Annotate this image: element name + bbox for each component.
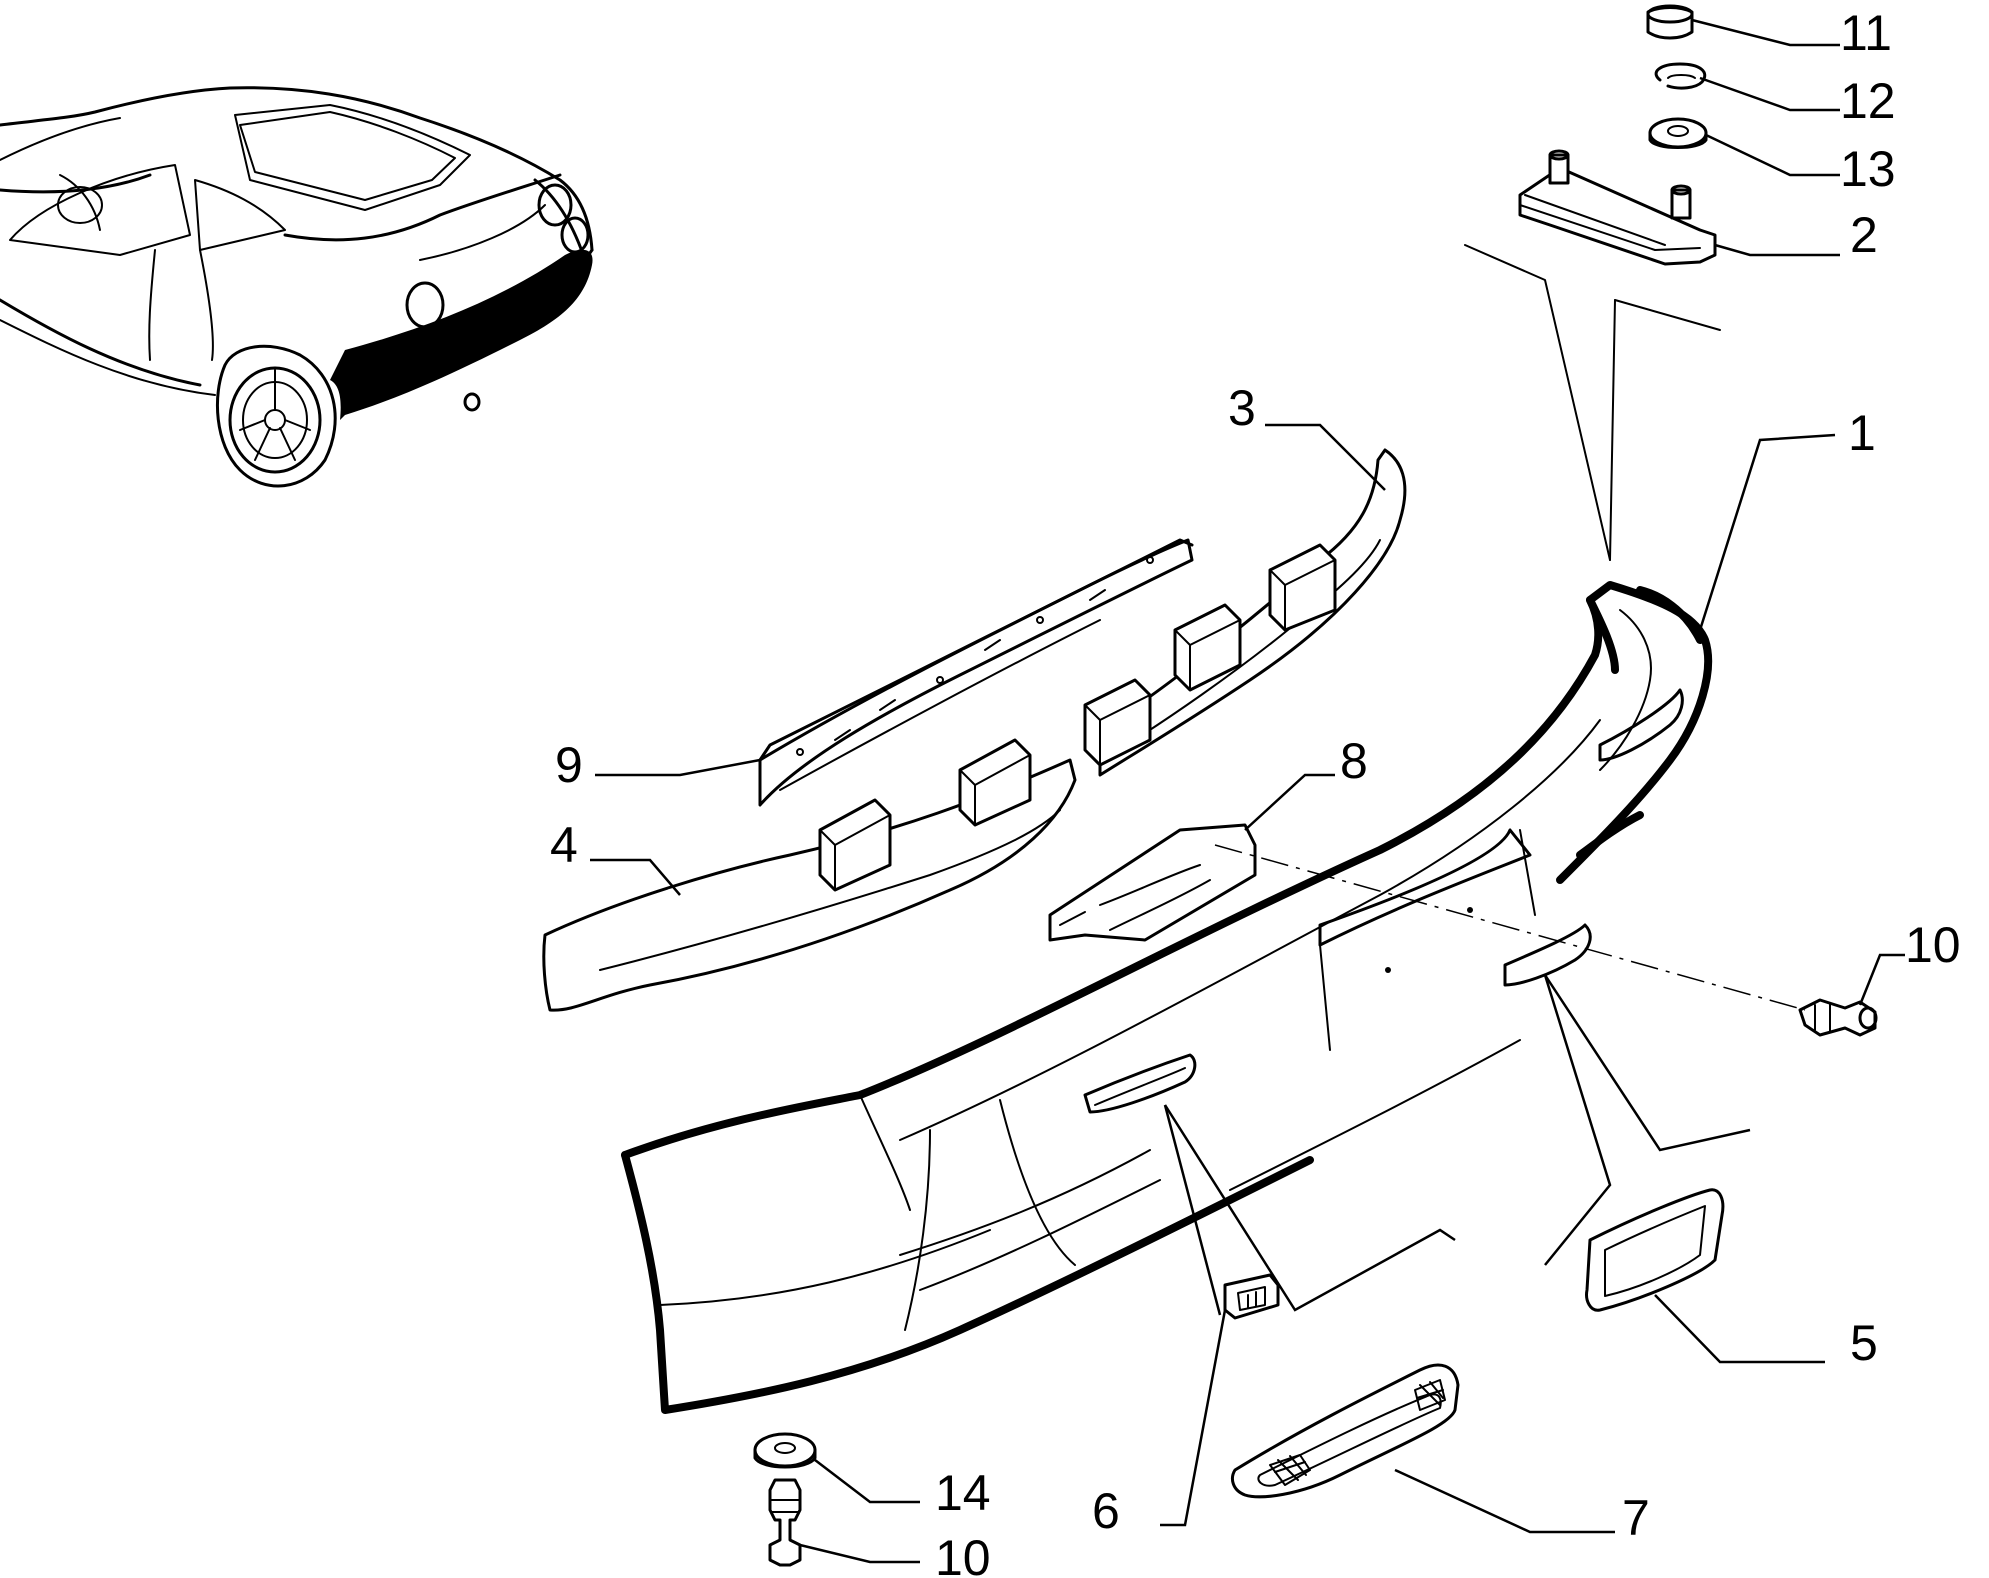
callout-10-bottom: 10 (935, 1530, 991, 1578)
callout-1: 1 (1848, 405, 1876, 461)
part-3-energy-absorber-right (1083, 448, 1407, 777)
leader-9 (595, 758, 761, 777)
leader-4 (590, 858, 681, 896)
callout-13: 13 (1840, 141, 1896, 197)
leader-12 (1699, 76, 1840, 112)
assembly-guide-lines (1214, 244, 1806, 1011)
part-6-plug (1223, 1273, 1280, 1320)
part-1-bumper-shell (621, 581, 1712, 1414)
callout-10-right: 10 (1905, 917, 1961, 973)
callout-11: 11 (1840, 5, 1892, 61)
part-8-mounting-plate (1048, 823, 1257, 942)
callout-12: 12 (1840, 73, 1896, 129)
part-5-reflector (1585, 1188, 1725, 1312)
callout-9: 9 (555, 737, 583, 793)
leader-6 (1160, 1309, 1227, 1527)
callout-14: 14 (935, 1465, 991, 1521)
callout-5: 5 (1850, 1315, 1878, 1371)
callout-8: 8 (1340, 733, 1368, 789)
part-13-washer (1648, 117, 1708, 149)
leader-2 (1714, 243, 1840, 257)
part-12-clip (1654, 62, 1707, 90)
part-2-bracket (1518, 149, 1717, 266)
part-7-light-lens (1231, 1363, 1460, 1499)
leader-14 (814, 1459, 920, 1504)
leader-3 (1265, 423, 1386, 491)
part-9-reinforcement (758, 538, 1194, 807)
leader-1 (1698, 433, 1836, 631)
callout-leaders (590, 18, 1905, 1564)
vehicle-reference-illustration (0, 86, 594, 488)
callout-3: 3 (1228, 380, 1256, 436)
leader-11 (1691, 18, 1840, 47)
part-10-fastener-right (1798, 998, 1878, 1037)
leader-10a (1858, 953, 1905, 1006)
callout-4: 4 (550, 817, 578, 873)
callout-labels: 11 12 13 2 3 1 9 8 4 10 5 6 7 14 10 (550, 5, 1961, 1578)
leader-5 (1654, 1294, 1825, 1364)
leader-8 (1244, 773, 1335, 831)
part-4-energy-absorber-left (542, 738, 1077, 1012)
callout-6: 6 (1092, 1483, 1120, 1539)
leader-7 (1394, 1468, 1615, 1534)
part-10-fastener-bottom (768, 1478, 802, 1567)
leader-13 (1705, 133, 1840, 177)
leader-10b (799, 1543, 920, 1564)
callout-2: 2 (1850, 207, 1878, 263)
part-11-nut (1646, 4, 1694, 40)
part-14-washer (753, 1432, 817, 1469)
callout-7: 7 (1622, 1490, 1650, 1546)
